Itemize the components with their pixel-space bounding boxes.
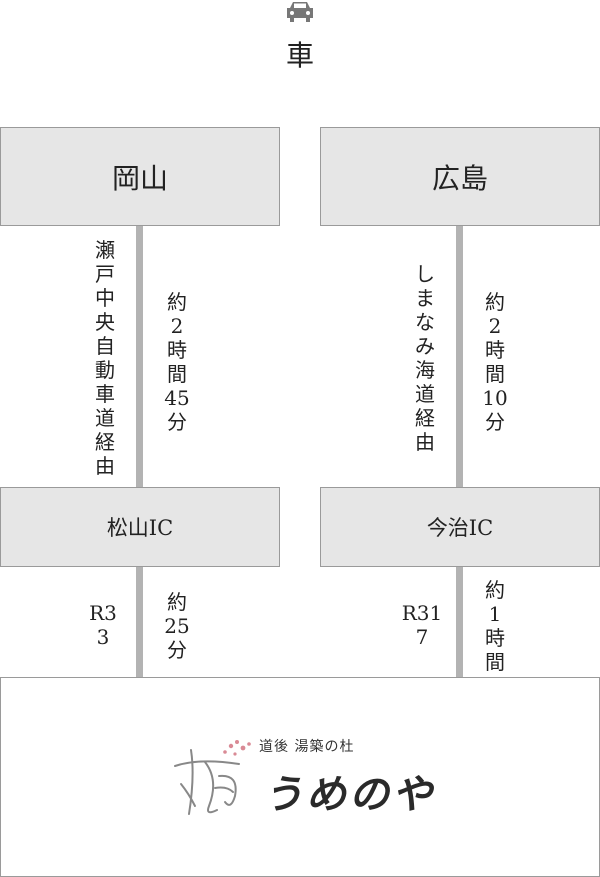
- start-label: 岡山: [111, 161, 168, 195]
- ic-label: 松山IC: [106, 516, 174, 540]
- ic-box-imabari: 今治IC: [320, 487, 600, 567]
- route-line: [456, 567, 463, 677]
- road-label: R317: [401, 601, 443, 649]
- road-label: R33: [89, 601, 117, 649]
- route-line: [136, 567, 143, 677]
- route-via-label: しまなみ海道経由: [415, 262, 435, 454]
- route-time-label: 約2時間45分: [164, 290, 190, 434]
- start-label: 広島: [431, 161, 488, 195]
- ic-box-matsuyama: 松山IC: [0, 487, 280, 567]
- car-icon: [287, 2, 313, 22]
- start-box-hiroshima: 広島: [320, 127, 600, 226]
- destination-subtitle: 道後 湯築の杜: [259, 739, 355, 755]
- start-box-okayama: 岡山: [0, 127, 280, 226]
- route-via-label: 瀬戸中央自動車道経由: [95, 238, 115, 478]
- ic-label: 今治IC: [426, 516, 494, 540]
- route-time-label: 約2時間10分: [482, 290, 508, 434]
- destination-box: 道後 湯築の杜 うめのや: [0, 677, 600, 877]
- route-line: [456, 226, 463, 488]
- route-time-label: 約25分: [164, 590, 190, 662]
- transport-mode-label: 車: [285, 39, 314, 72]
- route-time-label: 約1時間: [485, 578, 505, 674]
- route-line: [136, 226, 143, 488]
- umenoya-logo-icon: [174, 740, 251, 815]
- destination-name: うめのや: [263, 771, 435, 818]
